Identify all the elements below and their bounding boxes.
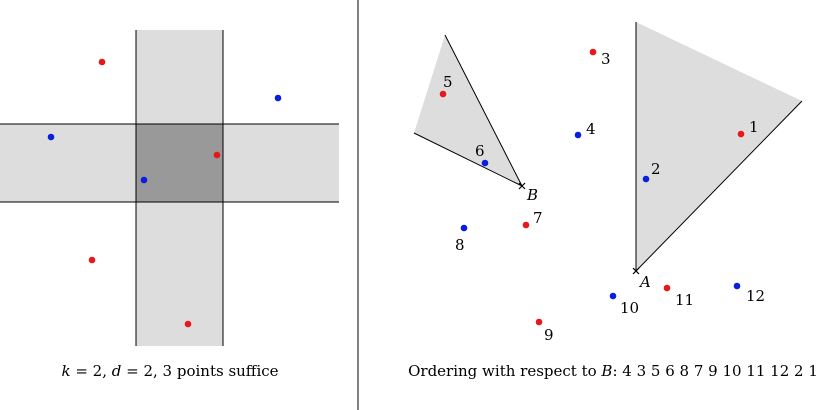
point-4 <box>574 131 582 139</box>
point-7 <box>522 221 530 229</box>
point-10-label: 10 <box>620 299 639 317</box>
left-point <box>98 58 106 66</box>
point-3-label: 3 <box>601 50 611 68</box>
apex-b-label: B <box>526 186 538 204</box>
point-5 <box>439 90 447 98</box>
left-diagram: k = 2, d = 2, 3 points suffice <box>0 30 339 380</box>
point-1 <box>737 130 745 138</box>
point-1-label: 1 <box>749 118 759 136</box>
point-12 <box>733 282 741 290</box>
point-8 <box>460 224 468 232</box>
point-11-label: 11 <box>675 291 694 309</box>
right-diagram: B A 1 2 3 4 5 6 7 8 9 10 11 12 Ordering … <box>408 22 818 380</box>
left-caption: k = 2, d = 2, 3 points suffice <box>61 362 278 380</box>
left-point <box>184 320 192 328</box>
apex-a-label: A <box>638 273 651 291</box>
left-point <box>47 133 55 141</box>
cone-b-edge <box>413 132 523 187</box>
point-2 <box>642 175 650 183</box>
point-6 <box>481 159 489 167</box>
left-point <box>88 256 96 264</box>
point-10 <box>609 292 617 300</box>
point-4-label: 4 <box>586 120 596 138</box>
point-5-label: 5 <box>443 73 453 91</box>
cone-b <box>414 35 522 186</box>
left-point <box>274 94 282 102</box>
point-8-label: 8 <box>455 236 465 254</box>
point-6-label: 6 <box>475 142 485 160</box>
apex-b-marker <box>518 182 526 190</box>
point-12-label: 12 <box>746 287 765 305</box>
point-3 <box>589 48 597 56</box>
point-2-label: 2 <box>651 160 661 178</box>
cone-a-edge <box>635 100 803 272</box>
point-7-label: 7 <box>533 209 543 227</box>
point-11 <box>663 284 671 292</box>
cone-b-edge <box>444 34 523 187</box>
cone-a <box>636 22 802 271</box>
intersection-square <box>136 124 223 202</box>
apex-a-marker <box>632 267 640 275</box>
point-9 <box>535 318 543 326</box>
point-9-label: 9 <box>544 326 554 344</box>
left-point <box>140 176 148 184</box>
left-point <box>213 151 221 159</box>
right-caption: Ordering with respect to B: 4 3 5 6 8 7 … <box>408 362 818 380</box>
